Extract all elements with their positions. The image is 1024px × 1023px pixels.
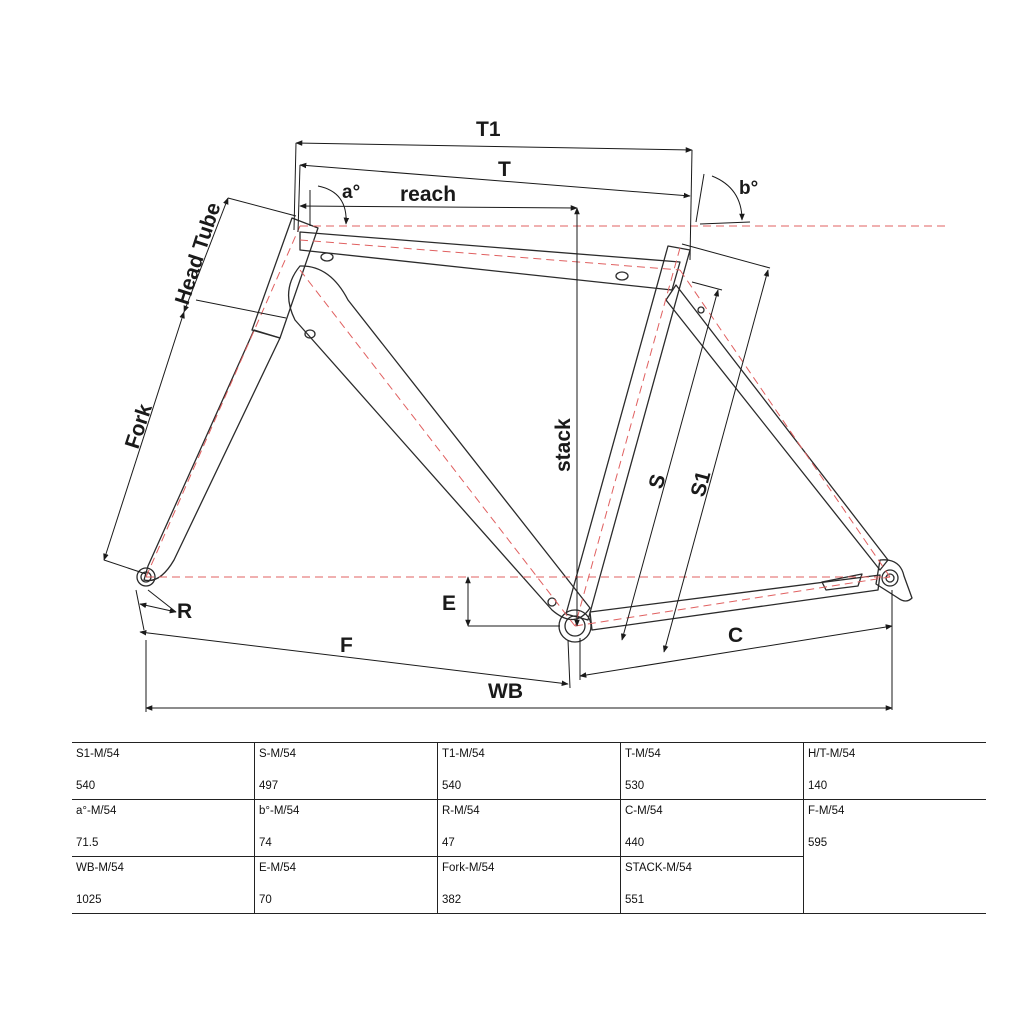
label-b-angle: b° <box>739 178 758 199</box>
label-s: S <box>645 472 671 491</box>
chain-stay <box>589 574 881 631</box>
cell-value: 382 <box>442 894 462 906</box>
label-r: R <box>177 600 192 623</box>
table-row: WB-M/54 1025 E-M/54 70 Fork-M/54 382 STACK-… <box>72 856 986 914</box>
cell-value: 70 <box>259 894 272 906</box>
seat-tube <box>565 245 691 621</box>
cell-value: 47 <box>442 837 455 849</box>
cell-label: T-M/54 <box>625 748 661 760</box>
seat-stay-bolt <box>697 306 705 314</box>
label-f: F <box>340 634 353 657</box>
frame-geometry-diagram: T1 T reach a° b° Head Tube Fork stack S … <box>103 118 950 712</box>
cell-value: 74 <box>259 837 272 849</box>
table-cell: STACK-M/54 551 <box>620 856 804 914</box>
cell-value: 551 <box>625 894 645 906</box>
cell-value: 140 <box>808 780 828 792</box>
front-axle <box>136 567 156 587</box>
label-a-angle: a° <box>342 182 360 203</box>
label-fork: Fork <box>121 401 157 452</box>
top-tube <box>299 231 681 291</box>
table-cell: b°-M/54 74 <box>254 799 438 857</box>
center-lines <box>145 225 950 627</box>
label-reach: reach <box>400 183 456 206</box>
down-tube <box>288 265 591 621</box>
label-stack: stack <box>552 418 575 472</box>
cell-label: T1-M/54 <box>442 748 485 760</box>
table-cell: H/T-M/54 140 <box>803 742 986 800</box>
cell-value: 71.5 <box>76 837 99 849</box>
table-row: a°-M/54 71.5 b°-M/54 74 R-M/54 47 C-M/54 440… <box>72 799 986 857</box>
label-s1: S1 <box>687 468 716 499</box>
table-cell: WB-M/54 1025 <box>72 856 255 914</box>
cell-value: 540 <box>76 780 96 792</box>
dimension-labels: T1 T reach a° b° Head Tube Fork stack S … <box>121 118 758 703</box>
label-t: T <box>498 158 511 181</box>
cell-label: S1-M/54 <box>76 748 120 760</box>
table-cell: R-M/54 47 <box>437 799 621 857</box>
rear-axle <box>881 569 899 587</box>
seat-stay <box>665 284 889 571</box>
rear-dropout <box>875 559 913 602</box>
cell-value: 530 <box>625 780 645 792</box>
bike-frame <box>136 217 913 643</box>
table-cell: T-M/54 530 <box>620 742 804 800</box>
rear-axle-inner <box>885 573 895 583</box>
label-wb: WB <box>488 680 523 703</box>
empty-cell <box>803 856 986 914</box>
cell-value: 1025 <box>76 894 102 906</box>
table-cell: S-M/54 497 <box>254 742 438 800</box>
down-tube-port <box>304 329 316 339</box>
dimension-lines <box>103 140 893 712</box>
head-tube <box>251 217 319 339</box>
label-t1: T1 <box>476 118 501 141</box>
cell-label: a°-M/54 <box>76 805 117 817</box>
cell-label: S-M/54 <box>259 748 297 760</box>
table-cell: Fork-M/54 382 <box>437 856 621 914</box>
top-tube-port-rear <box>615 271 629 281</box>
cell-label: F-M/54 <box>808 805 845 817</box>
label-c: C <box>728 624 743 647</box>
top-tube-port <box>320 252 334 262</box>
table-cell: E-M/54 70 <box>254 856 438 914</box>
cell-value: 440 <box>625 837 645 849</box>
cell-value: 497 <box>259 780 279 792</box>
cell-label: STACK-M/54 <box>625 862 692 874</box>
fork-blade <box>143 329 281 582</box>
table-cell: C-M/54 440 <box>620 799 804 857</box>
label-e: E <box>442 592 456 615</box>
cell-value: 595 <box>808 837 828 849</box>
table-cell: T1-M/54 540 <box>437 742 621 800</box>
cell-label: C-M/54 <box>625 805 663 817</box>
table-cell: F-M/54 595 <box>803 799 986 857</box>
table-cell: a°-M/54 71.5 <box>72 799 255 857</box>
cell-label: R-M/54 <box>442 805 480 817</box>
cell-label: E-M/54 <box>259 862 297 874</box>
cell-value: 540 <box>442 780 462 792</box>
cell-label: b°-M/54 <box>259 805 300 817</box>
label-head-tube: Head Tube <box>171 200 226 308</box>
geometry-table: S1-M/54 540 S-M/54 497 T1-M/54 540 T-M/54 53… <box>72 742 986 914</box>
table-row: S1-M/54 540 S-M/54 497 T1-M/54 540 T-M/54 53… <box>72 742 986 800</box>
cell-label: Fork-M/54 <box>442 862 495 874</box>
table-cell: S1-M/54 540 <box>72 742 255 800</box>
cell-label: WB-M/54 <box>76 862 124 874</box>
cell-label: H/T-M/54 <box>808 748 856 760</box>
